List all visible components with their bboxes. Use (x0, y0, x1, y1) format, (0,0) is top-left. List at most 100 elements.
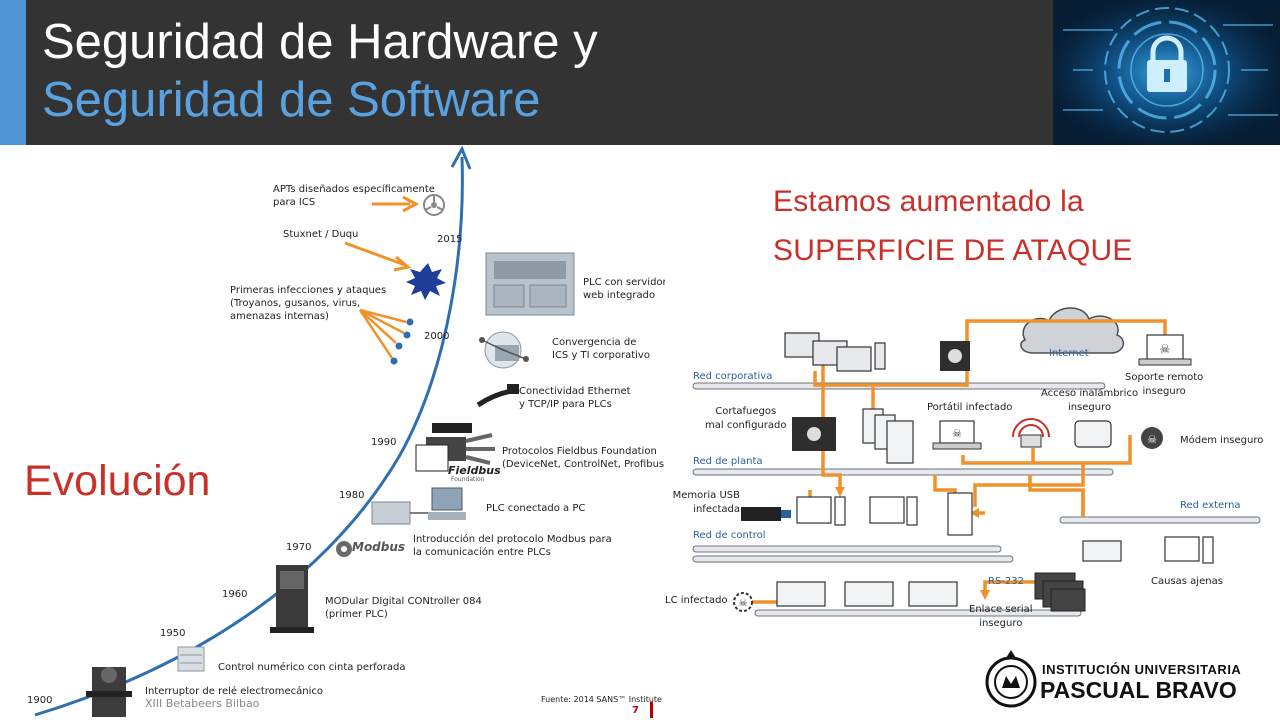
modem-icon: ☠ (1074, 420, 1163, 449)
modicon-plc-icon (270, 565, 314, 633)
red-control-bar-2 (692, 555, 1014, 563)
remote-support-laptop-icon: ☠ (1138, 334, 1192, 366)
security-lock-image (1053, 0, 1280, 145)
relay-machine-icon (86, 667, 132, 717)
svg-text:☠: ☠ (1147, 434, 1157, 446)
label-red-externa: Red externa (1180, 500, 1241, 511)
servers-icon (862, 408, 914, 464)
label-red-planta: Red de planta (693, 456, 763, 467)
evolution-timeline-panel: Evolución APTs diseñados específicamente… (0, 145, 665, 720)
modbus-logo-text: Modbus (352, 540, 406, 554)
institution-logo: INSTITUCIÓN UNIVERSITARIA PASCUAL BRAVO (982, 645, 1280, 720)
betabeers-footer: XIII Betabeers Bilbao (145, 697, 260, 710)
attack-title-line1: Estamos aumentado la (773, 185, 1084, 218)
corporate-pcs-icon (784, 332, 886, 372)
year-1950: 1950 (160, 628, 186, 639)
plc-to-pc-icon (371, 487, 466, 525)
arrows-infections (358, 308, 407, 359)
explosion-icon (406, 263, 446, 300)
svg-text:☠: ☠ (1160, 342, 1171, 356)
year-2015: 2015 (437, 234, 463, 245)
timeline-graphic (34, 145, 575, 717)
label-nc-tape: Control numérico con cinta perforada (218, 662, 406, 673)
year-1960: 1960 (222, 589, 248, 600)
label-plc-infectado: LC infectado (665, 595, 728, 606)
wireless-access-point-icon (1012, 418, 1050, 448)
timeline-curve (34, 156, 464, 717)
label-modicon: MODular DIgital CONtroller 084(primer PL… (325, 596, 482, 620)
plc-web-server-icon (485, 252, 575, 316)
fieldbus-icon (415, 423, 495, 472)
timeline-arrowhead (450, 145, 472, 170)
fieldbus-logo-sub: Foundation (451, 476, 485, 483)
ethernet-cable-icon (476, 384, 519, 408)
usb-icon (741, 507, 791, 521)
biohazard-icon (423, 194, 445, 216)
year-1980: 1980 (339, 490, 365, 501)
label-plc-pc: PLC conectado a PC (486, 503, 586, 514)
svg-text:☠: ☠ (739, 598, 748, 609)
label-red-corporativa: Red corporativa (693, 371, 773, 382)
year-2000: 2000 (424, 331, 450, 342)
label-relay: Interruptor de relé electromecánico (145, 686, 324, 697)
title-bar: Seguridad de Hardware y Seguridad de Sof… (0, 0, 1280, 145)
institution-seal-icon (985, 650, 1037, 708)
label-causas-ajenas: Causas ajenas (1151, 576, 1223, 587)
attack-surface-diagram: ☠ ☠ ☠ (692, 307, 1261, 617)
slide-title-line2: Seguridad de Software (42, 73, 541, 127)
label-stuxnet: Stuxnet / Duqu (283, 229, 359, 240)
serial-devices-icon (1034, 572, 1086, 612)
external-pc-icon (1164, 536, 1214, 564)
red-control-bar-1 (692, 545, 1002, 553)
modbus-gear-icon (336, 541, 352, 557)
slide-title-line1: Seguridad de Hardware y (42, 15, 598, 69)
arrow-stuxnet (344, 241, 412, 272)
plant-pcs-icon (796, 492, 973, 536)
virus-icons (390, 318, 414, 365)
arrow-apts (372, 195, 420, 213)
punched-tape-icon (177, 646, 205, 672)
label-modem-inseguro: Módem inseguro (1180, 435, 1264, 446)
attack-title-line2: SUPERFICIE DE ATAQUE (773, 234, 1133, 267)
logo-line2: PASCUAL BRAVO (1040, 677, 1237, 703)
red-control-bar-3 (754, 609, 1082, 617)
label-internet: Internet (1049, 348, 1089, 359)
infected-laptop-icon: ☠ (932, 420, 982, 450)
infected-plc-icon: ☠ (733, 592, 753, 612)
label-first-infections: Primeras infecciones y ataques(Troyanos,… (230, 285, 387, 322)
label-portatil-infectado: Portátil infectado (927, 402, 1013, 413)
attack-surface-panel: Estamos aumentado la SUPERFICIE DE ATAQU… (665, 145, 1280, 650)
fieldbus-logo-text: Fieldbus (448, 464, 501, 477)
svg-text:☠: ☠ (952, 428, 962, 440)
year-1990: 1990 (371, 437, 397, 448)
label-fieldbus: Protocolos Fieldbus Foundation(DeviceNet… (502, 446, 665, 470)
page-number: 7 (632, 705, 639, 716)
year-1900: 1900 (27, 695, 53, 706)
padlock-icon (1053, 0, 1280, 145)
page-marker (650, 702, 653, 718)
evolution-title: Evolución (24, 457, 211, 505)
label-rs232: RS-232 (988, 576, 1024, 587)
red-planta-bar (692, 468, 1114, 476)
logo-line1: INSTITUCIÓN UNIVERSITARIA (1042, 662, 1242, 677)
source-note: Fuente: 2014 SANS™ Institute (541, 695, 662, 704)
year-1970: 1970 (286, 542, 312, 553)
label-red-control: Red de control (693, 530, 766, 541)
control-plcs-icon (776, 581, 958, 607)
title-accent-bar (0, 0, 26, 145)
convergence-network-icon (479, 331, 529, 369)
red-externa-bar (1059, 516, 1261, 524)
external-plc-icon (1082, 540, 1122, 562)
firewall-icon (940, 341, 970, 371)
misconfigured-firewall-icon (792, 417, 836, 451)
